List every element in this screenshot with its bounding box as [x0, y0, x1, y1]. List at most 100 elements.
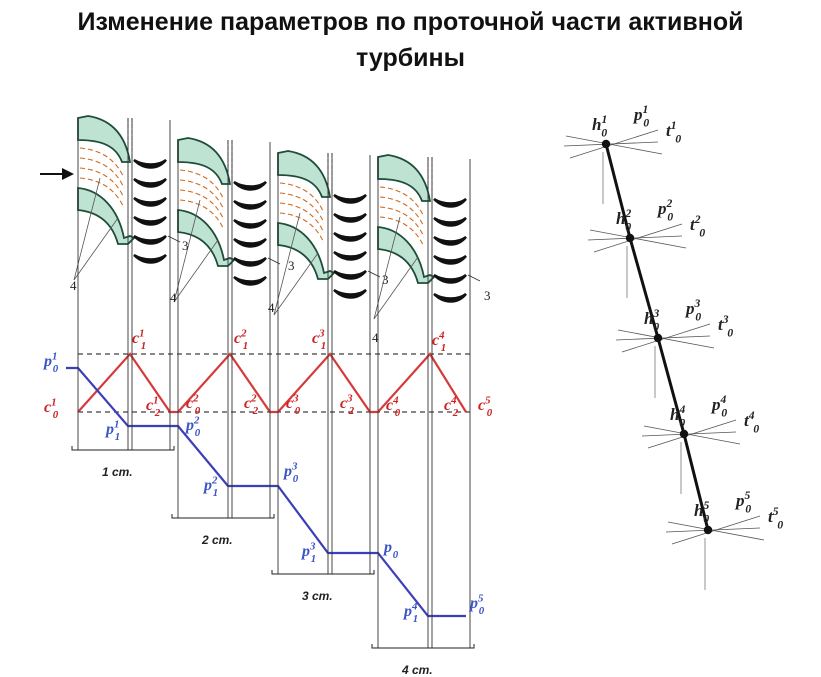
title-line-1: Изменение параметров по проточной части … — [77, 8, 744, 36]
leader-line — [173, 239, 219, 303]
rotor-blade — [333, 288, 367, 299]
leader-line — [73, 217, 119, 281]
isotherm-line — [587, 235, 683, 241]
isobar-line — [643, 425, 741, 445]
flow-line — [79, 157, 125, 189]
stage-4-geometry — [373, 154, 481, 345]
rotor-blade — [433, 216, 467, 227]
stage-bracket — [171, 514, 275, 519]
flow-line — [379, 196, 425, 228]
isobar-line — [617, 329, 715, 349]
flow-line — [179, 169, 225, 201]
isotherm-line — [641, 431, 737, 437]
flow-line — [79, 177, 125, 209]
rotor-blade — [133, 234, 167, 245]
part-number-4: 4 — [70, 278, 77, 293]
flow-line — [279, 182, 325, 214]
stage-1-geometry — [73, 115, 181, 345]
rotor-blade — [133, 177, 167, 188]
state-point — [653, 333, 663, 343]
nozzle-lower — [77, 187, 136, 245]
rotor-blade — [133, 253, 167, 264]
rotor-blade — [233, 199, 267, 210]
rotor-blade — [233, 275, 267, 286]
nozzle-lower — [377, 226, 436, 284]
part-number-3: 3 — [484, 288, 491, 303]
rotor-blade — [233, 256, 267, 267]
isotherm-line — [665, 527, 761, 533]
rotor-blade — [433, 235, 467, 246]
flow-line — [79, 147, 125, 179]
stage-2-geometry — [173, 137, 281, 345]
rotor-blade — [133, 196, 167, 207]
stage-bracket — [371, 644, 475, 649]
right-arrow-icon — [62, 168, 74, 180]
isobar-line — [589, 229, 687, 249]
leader-line — [373, 256, 419, 320]
flow-line — [279, 192, 325, 224]
leader-line — [273, 252, 319, 316]
part-number-4: 4 — [268, 300, 275, 315]
rotor-blade — [333, 231, 367, 242]
stage-label: 4 ст. — [401, 663, 433, 677]
page-title: Изменение параметров по проточной части … — [0, 4, 821, 76]
flow-line — [379, 206, 425, 238]
state-point — [601, 139, 611, 149]
nozzle-upper — [177, 137, 232, 185]
rotor-blade — [333, 269, 367, 280]
rotor-blade — [433, 273, 467, 284]
flow-line — [179, 189, 225, 221]
flow-path-geometry — [40, 115, 481, 345]
stage-label: 3 ст. — [302, 589, 333, 603]
rotor-blade — [333, 193, 367, 204]
rotor-blade — [133, 215, 167, 226]
stage-bracket — [71, 446, 175, 451]
label-p0-4: p0 — [382, 539, 399, 561]
flow-line — [379, 216, 425, 248]
isobar-line — [667, 521, 765, 541]
part-number-3: 3 — [382, 272, 389, 287]
flow-line — [179, 179, 225, 211]
nozzle-lower — [277, 222, 336, 280]
state-point — [679, 429, 689, 439]
rotor-blade — [433, 197, 467, 208]
rotor-blade — [433, 292, 467, 303]
isobar-line — [565, 135, 663, 155]
parameter-plot — [66, 345, 475, 649]
rotor-blade — [233, 180, 267, 191]
pressure-line — [66, 366, 466, 618]
rotor-blade — [333, 212, 367, 223]
state-point — [703, 525, 713, 535]
hs-diagram — [563, 129, 765, 590]
nozzle-upper — [377, 154, 432, 202]
